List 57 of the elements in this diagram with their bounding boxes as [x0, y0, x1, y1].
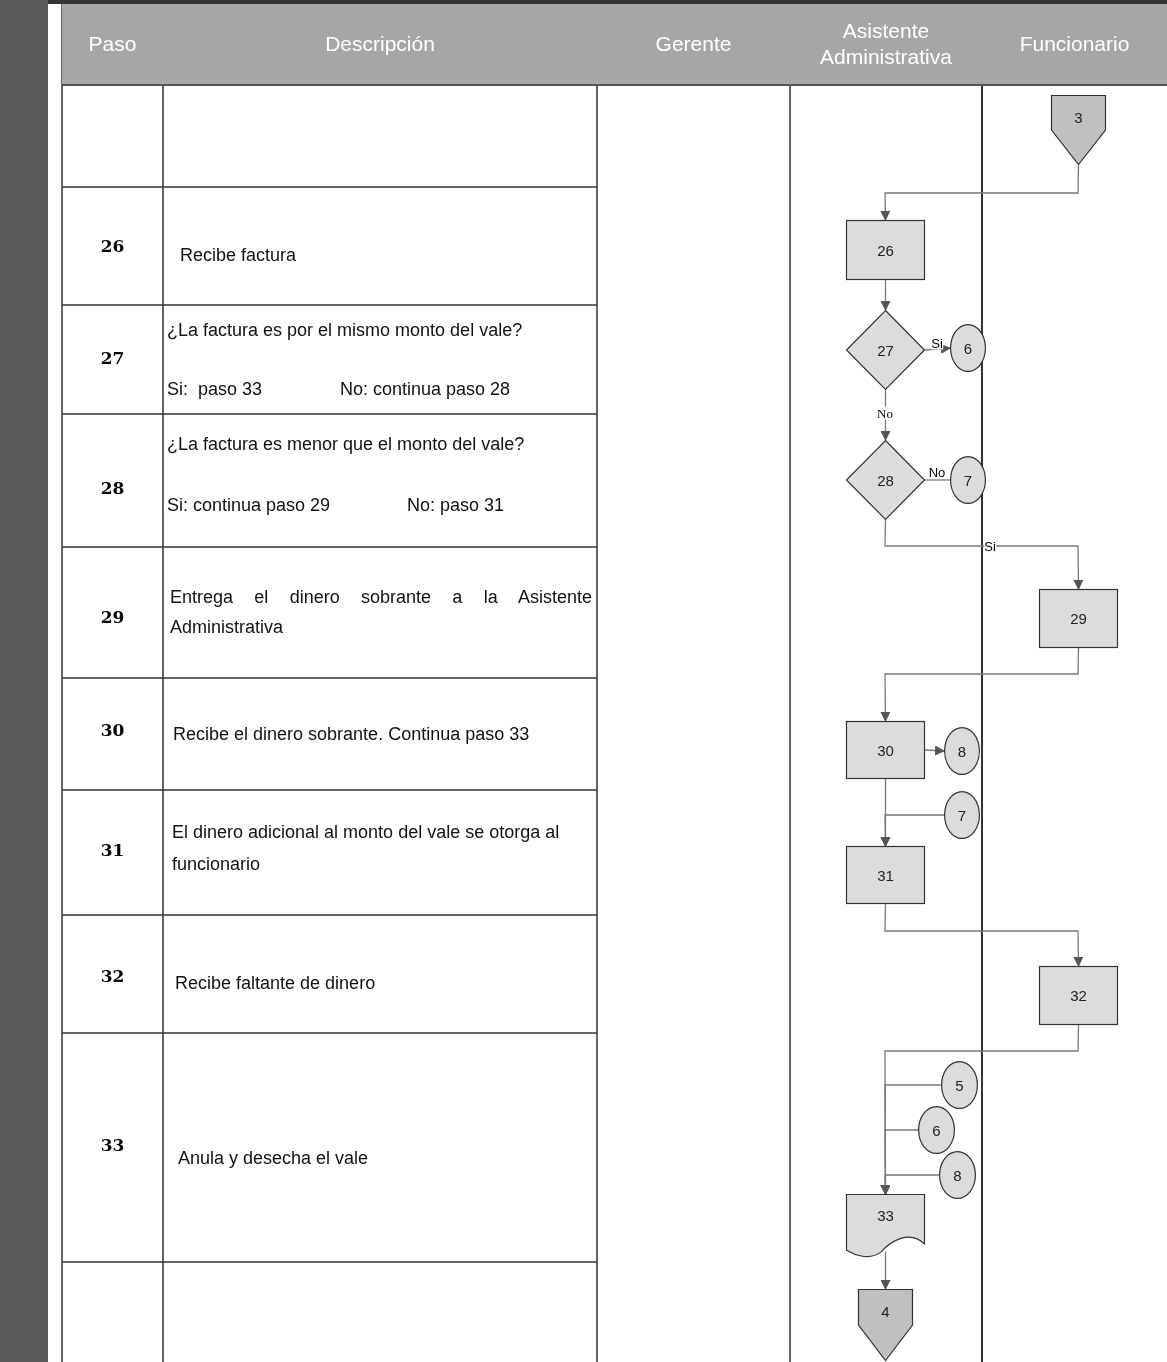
arrow — [880, 647, 1080, 722]
column-header: Gerente — [654, 31, 733, 57]
step-description: Entrega el dinero sobrante a la Asistente Administrativa — [170, 586, 592, 639]
arrow — [880, 814, 945, 847]
process-box: 30 — [846, 721, 925, 779]
process-box: 26 — [846, 220, 925, 280]
arrow — [884, 519, 1084, 590]
step-description: ¿La factura es por el mismo monto del vale? — [167, 319, 524, 342]
column-header: Funcionario — [1018, 31, 1131, 57]
connector-circle: 7 — [944, 791, 980, 839]
arrow — [880, 389, 891, 441]
step-description: Recibe el dinero sobrante. Continua paso 33 — [173, 723, 531, 746]
step-description: Recibe faltante de dinero — [175, 972, 377, 995]
process-box: 29 — [1039, 589, 1118, 648]
edge-label: Si — [984, 539, 996, 553]
off-page-connector: 4 — [858, 1289, 913, 1361]
connector-circle: 6 — [918, 1106, 955, 1154]
off-page-connector: 3 — [1051, 95, 1106, 165]
column-header: Asistente Administrativa — [819, 18, 953, 70]
step-number: 33 — [99, 1135, 126, 1155]
connector-circle: 7 — [950, 456, 986, 504]
step-number: 31 — [99, 840, 126, 860]
step-number: 27 — [99, 348, 126, 368]
connector-line — [924, 479, 951, 481]
decision-diamond: 27 — [846, 310, 925, 390]
arrow — [924, 745, 945, 756]
step-description: Si: continua paso 29 — [167, 494, 332, 517]
step-number: 29 — [99, 607, 126, 627]
connector-circle: 5 — [941, 1061, 978, 1109]
connector-circle: 8 — [939, 1151, 976, 1199]
step-description: Anula y desecha el vale — [178, 1147, 370, 1170]
step-description: Si: paso 33 — [167, 378, 264, 401]
process-box: 32 — [1039, 966, 1118, 1025]
arrow — [880, 1250, 891, 1290]
edge-label: Si — [931, 336, 943, 350]
edge-label: No — [928, 465, 946, 479]
step-description: El dinero adicional al monto del vale se otorga al funcionario — [172, 821, 561, 876]
column-header: Descripción — [324, 31, 436, 57]
step-description: Recibe factura — [180, 244, 298, 267]
process-box: 31 — [846, 846, 925, 904]
step-description: No: paso 31 — [407, 494, 506, 517]
arrow — [880, 164, 1080, 221]
decision-diamond: 28 — [846, 440, 925, 520]
edge-label: No — [877, 406, 893, 420]
step-description: ¿La factura es menor que el monto del vale? — [167, 433, 526, 456]
step-number: 30 — [99, 720, 126, 740]
arrow — [880, 279, 891, 311]
document-shape: 33 — [846, 1194, 925, 1258]
connector-circle: 8 — [944, 727, 980, 775]
step-number: 26 — [99, 236, 126, 256]
step-number: 32 — [99, 966, 126, 986]
step-number: 28 — [99, 478, 126, 498]
connector-circle: 6 — [950, 324, 986, 372]
arrow — [880, 1174, 940, 1195]
arrow — [884, 903, 1084, 967]
column-header: Paso — [87, 31, 138, 57]
step-description: No: continua paso 28 — [340, 378, 512, 401]
